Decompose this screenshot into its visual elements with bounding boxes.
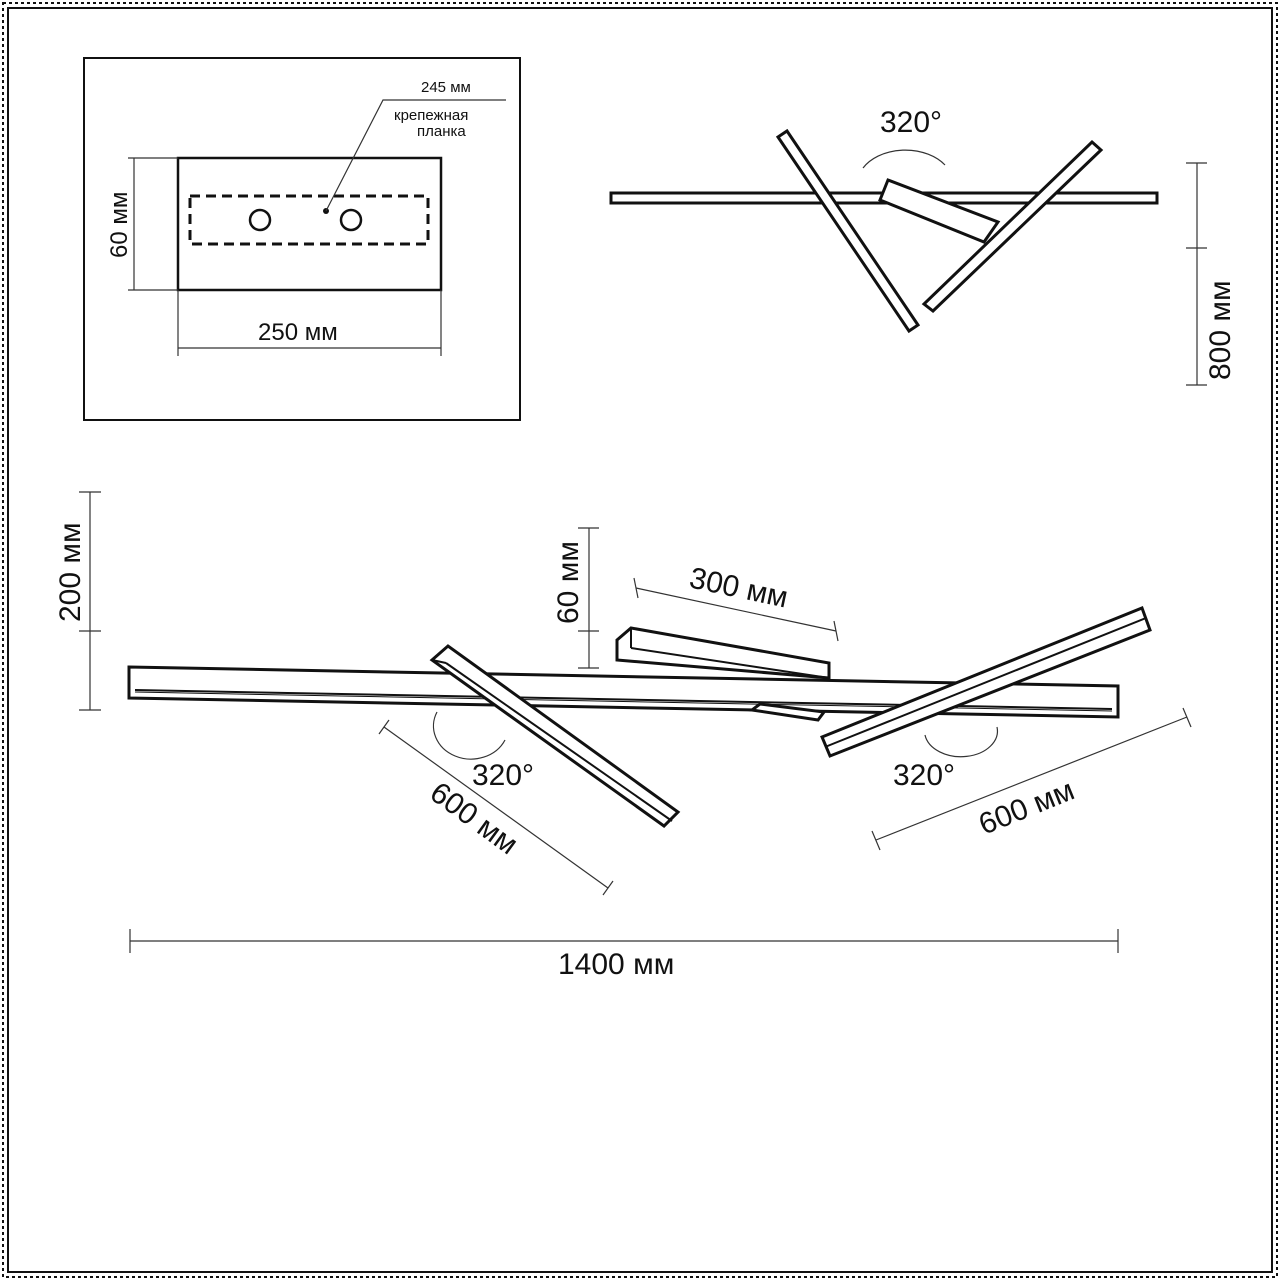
- main-base-block: [615, 626, 831, 680]
- top-view-arm-right: [921, 139, 1104, 313]
- top-view-size-label: 800 мм: [1204, 280, 1237, 380]
- total-length-label: 1400 мм: [558, 948, 674, 981]
- base-height-label: 60 мм: [552, 541, 585, 624]
- mount-label-line1: крепежная: [394, 107, 468, 124]
- mount-plate: [176, 156, 443, 292]
- top-view: 320° 800 мм: [609, 106, 1237, 386]
- arm-right-length-label: 600 мм: [974, 774, 1079, 842]
- strip-length-label: 245 мм: [421, 79, 471, 96]
- main-rotation-arc-right: [924, 726, 999, 758]
- main-base-lower: [748, 702, 827, 722]
- mount-label-line2: планка: [417, 123, 466, 140]
- mount-strip: [188, 194, 430, 246]
- main-view: 320° 320° 200 мм 60 мм 300 мм 600 мм 600…: [54, 491, 1192, 981]
- main-rotation-arc-left: [432, 711, 506, 760]
- leader-line: [325, 99, 506, 212]
- base-length-label: 300 мм: [687, 562, 791, 615]
- plate-height-label: 60 мм: [106, 192, 133, 258]
- screw-hole-right: [339, 208, 363, 232]
- mount-plate-inset: 245 мм крепежная планка 60 мм 250 мм: [83, 57, 521, 421]
- top-view-rotation-arc: [862, 149, 946, 169]
- top-view-base: [878, 178, 1001, 244]
- top-view-angle-label: 320°: [880, 106, 942, 139]
- height-total-label: 200 мм: [54, 522, 87, 622]
- plate-width-label: 250 мм: [258, 319, 338, 346]
- screw-hole-left: [248, 208, 272, 232]
- main-angle-left-label: 320°: [472, 759, 534, 792]
- top-view-arm-left: [775, 128, 921, 334]
- main-angle-right-label: 320°: [893, 759, 955, 792]
